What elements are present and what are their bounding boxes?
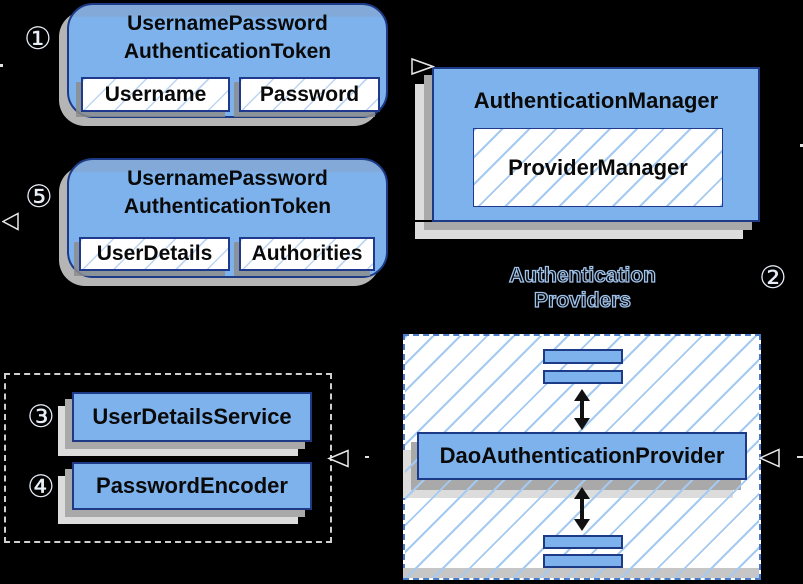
connector-stub-line [400, 220, 432, 222]
user-details-service-box: UserDetailsService [72, 392, 312, 442]
arrow-up-head [574, 389, 590, 401]
token2-title: UsernamePassword AuthenticationToken [69, 165, 386, 220]
connector-stub-line [365, 456, 369, 458]
dao-authentication-provider-label: DaoAuthenticationProvider [439, 443, 725, 468]
password-label: Password [259, 82, 360, 106]
arrowhead-left-icon [2, 212, 19, 231]
step-3-badge: ③ [27, 399, 55, 435]
authorities-label: Authorities [251, 242, 363, 265]
userdetails-label: UserDetails [96, 242, 213, 265]
provider-slot-bar [543, 554, 623, 568]
step-4-badge: ④ [27, 469, 55, 505]
arrow-down-head [574, 519, 590, 531]
arrowhead-left-icon [758, 448, 780, 468]
userdetails-field-box: UserDetails [79, 237, 230, 271]
password-encoder-label: PasswordEncoder [96, 473, 288, 498]
arrow-up-head [574, 487, 590, 499]
password-field-box: Password [239, 77, 380, 112]
authorities-field-box: Authorities [239, 237, 375, 271]
username-password-token-box: UsernamePassword AuthenticationToken Use… [67, 3, 388, 118]
username-label: Username [104, 82, 207, 106]
providers-label-line2: Providers [533, 288, 631, 312]
provider-manager-box: ProviderManager [473, 128, 723, 207]
double-arrow-icon [574, 487, 590, 531]
providers-label-line1: Authentication [508, 263, 656, 287]
connector-stub-line [797, 456, 803, 458]
authentication-providers-label: Authentication Providers [455, 263, 710, 313]
step-5-badge: ⑤ [25, 179, 53, 215]
password-encoder-box: PasswordEncoder [72, 462, 312, 510]
edge-line-remnant [0, 64, 3, 67]
authentication-manager-label: AuthenticationManager [473, 88, 719, 113]
token2-title-line2: AuthenticationToken [123, 194, 332, 218]
token1-title-line1: UsernamePassword [127, 12, 328, 35]
double-arrow-icon [574, 389, 590, 430]
step-1-badge: ① [24, 21, 52, 57]
token1-title-line2: AuthenticationToken [123, 39, 332, 63]
token1-title: UsernamePassword AuthenticationToken [69, 10, 386, 65]
provider-slot-bar [543, 349, 623, 364]
user-details-service-label: UserDetailsService [92, 404, 292, 429]
username-field-box: Username [81, 77, 230, 112]
provider-slot-bar [543, 370, 623, 384]
arrow-down-head [574, 418, 590, 430]
arrowhead-right-icon [411, 57, 435, 76]
authentication-manager-box: AuthenticationManager ProviderManager [432, 67, 760, 222]
arrowhead-left-icon [327, 449, 349, 468]
arrow-shaft [580, 399, 584, 420]
token2-title-line1: UsernamePassword [127, 167, 328, 190]
arrow-shaft [580, 497, 584, 521]
provider-slot-bar [543, 535, 623, 549]
step-2-badge: ② [759, 260, 787, 296]
dao-authentication-provider-box: DaoAuthenticationProvider [417, 432, 747, 480]
provider-manager-label: ProviderManager [508, 154, 688, 180]
authenticated-token-box: UsernamePassword AuthenticationToken Use… [67, 158, 388, 278]
authentication-providers-box: DaoAuthenticationProvider [403, 334, 761, 580]
edge-line-remnant [800, 144, 803, 147]
